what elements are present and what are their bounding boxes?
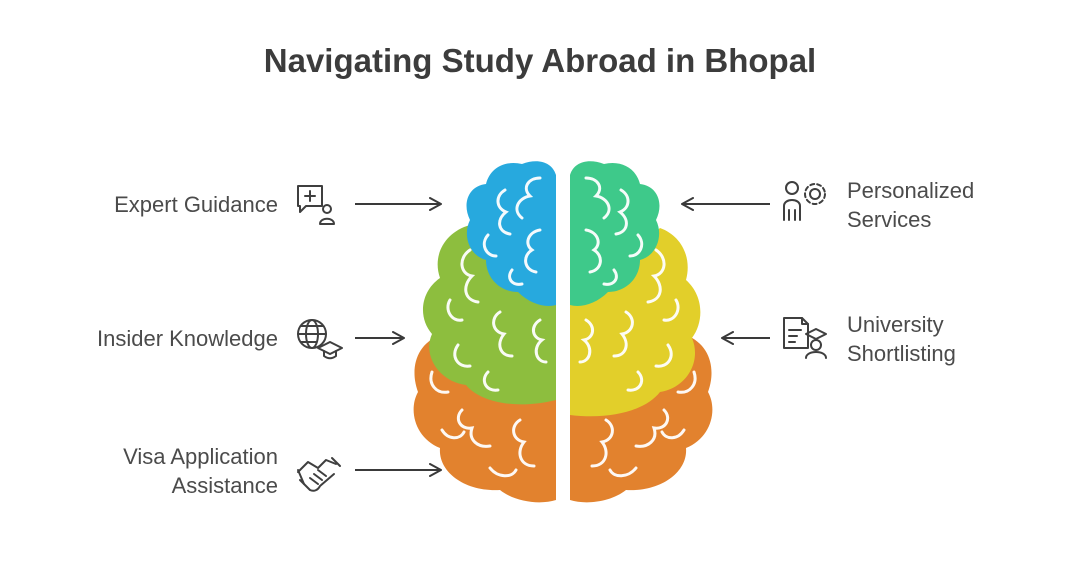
expert-guidance-icon (297, 185, 335, 225)
connector-arrows (355, 197, 770, 477)
label-university-shortlisting: University Shortlisting (847, 310, 956, 368)
brain-left-hemisphere (413, 161, 556, 503)
label-line: Visa Application (123, 444, 278, 469)
label-line: Assistance (171, 473, 278, 498)
globe-graduation-icon (297, 319, 343, 360)
label-line: University (847, 312, 944, 337)
person-gear-icon (783, 181, 826, 221)
label-line: Expert Guidance (114, 192, 278, 217)
diagram-title: Navigating Study Abroad in Bhopal (263, 42, 817, 79)
label-line: Services (847, 207, 932, 232)
handshake-icon (297, 457, 341, 492)
label-line: Personalized (847, 178, 975, 203)
brain-right-hemisphere (570, 161, 713, 503)
label-visa-application: Visa Application Assistance (123, 442, 278, 500)
label-expert-guidance: Expert Guidance (114, 190, 278, 219)
label-line: Shortlisting (847, 341, 956, 366)
label-insider-knowledge: Insider Knowledge (97, 324, 278, 353)
label-personalized-services: Personalized Services (847, 176, 974, 234)
label-line: Insider Knowledge (96, 326, 278, 351)
document-graduate-icon (783, 317, 827, 359)
